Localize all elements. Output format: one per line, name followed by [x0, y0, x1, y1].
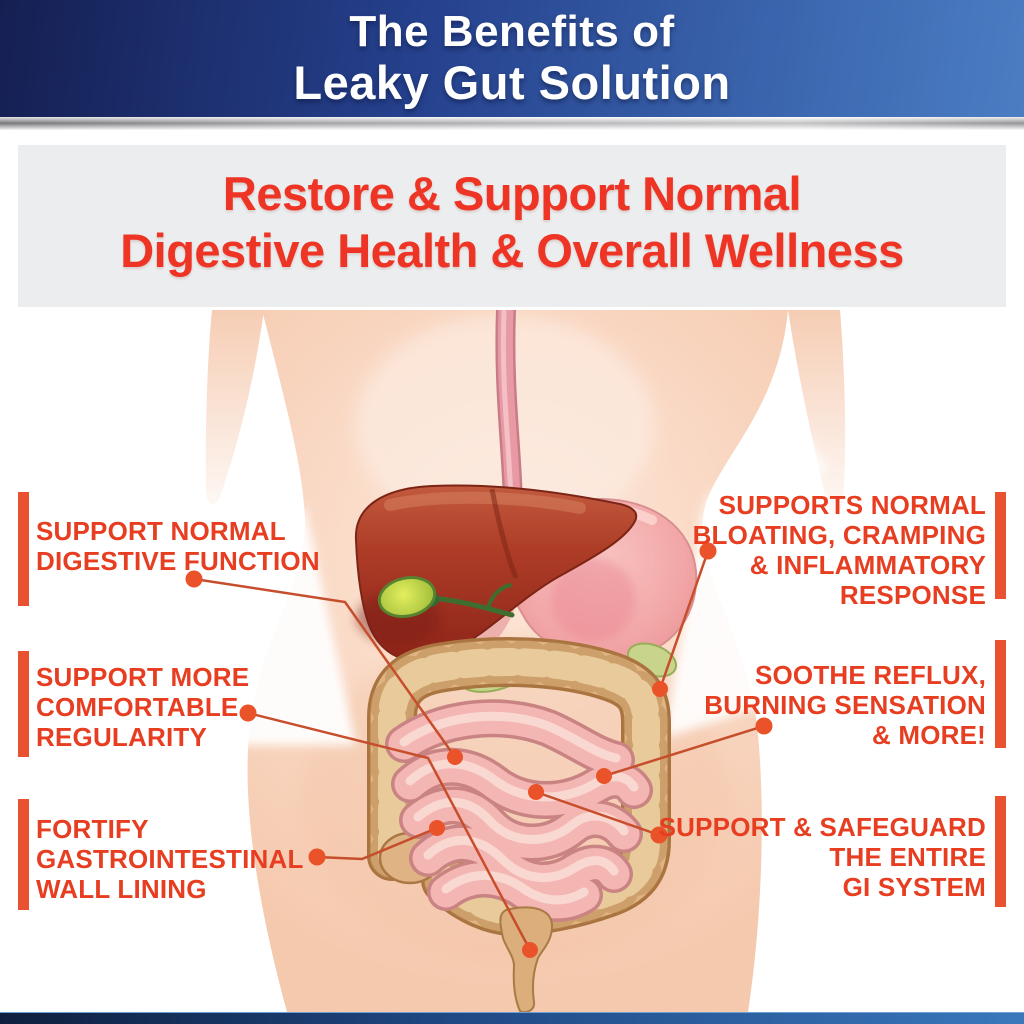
footer-bar	[0, 1012, 1024, 1024]
benefit-line: WALL LINING	[36, 874, 207, 904]
benefit-bloating: SUPPORTS NORMAL BLOATING, CRAMPING & INF…	[693, 490, 986, 610]
benefit-line: & INFLAMMATORY	[749, 550, 986, 580]
benefit-line: SUPPORT NORMAL	[36, 516, 286, 546]
waist-highlight-left	[230, 503, 356, 745]
right-arm	[788, 310, 846, 514]
benefit-line: SUPPORT MORE	[36, 662, 250, 692]
header-banner: The Benefits of Leaky Gut Solution	[0, 0, 1024, 117]
benefit-wall-lining: FORTIFY GASTROINTESTINAL WALL LINING	[36, 814, 304, 904]
benefit-regularity: SUPPORT MORE COMFORTABLE REGULARITY	[36, 662, 249, 752]
rectum	[499, 906, 554, 1012]
left-arm	[205, 310, 264, 505]
connector-wall-lining	[316, 826, 438, 861]
benefit-line: FORTIFY	[36, 814, 149, 844]
callout-connectors	[193, 550, 765, 951]
benefit-line: SOOTHE REFLUX,	[754, 660, 986, 690]
benefit-gi-system: SUPPORT & SAFEGUARD THE ENTIRE GI SYSTEM	[659, 812, 986, 902]
connector-gi-system	[535, 790, 660, 837]
waist-highlight-right	[664, 503, 782, 738]
header-title-line1: The Benefits of	[349, 7, 675, 56]
accent-bar-left-2	[18, 651, 29, 757]
accent-bar-right-2	[995, 640, 1006, 748]
benefit-line: COMFORTABLE	[36, 692, 239, 722]
benefit-line: GI SYSTEM	[842, 872, 986, 902]
benefit-reflux: SOOTHE REFLUX, BURNING SENSATION & MORE!	[704, 660, 986, 750]
connector-bloating	[658, 550, 710, 690]
accent-bar-right-1	[995, 492, 1006, 599]
silver-divider	[0, 117, 1024, 130]
accent-bar-left-3	[18, 799, 29, 910]
gallbladder	[377, 576, 515, 618]
headline-line1: Restore & Support Normal	[222, 167, 802, 220]
accent-bar-right-3	[995, 796, 1006, 907]
accent-bar-left-1	[18, 492, 29, 606]
benefit-line: REGULARITY	[36, 722, 207, 752]
benefit-line: SUPPORT & SAFEGUARD	[658, 812, 986, 842]
benefit-digestive-function: SUPPORT NORMAL DIGESTIVE FUNCTION	[36, 516, 320, 576]
header-title-line2: Leaky Gut Solution	[293, 56, 731, 109]
benefit-line: BLOATING, CRAMPING	[692, 520, 986, 550]
benefit-line: GASTROINTESTINAL	[36, 844, 304, 874]
benefit-line: & MORE!	[871, 720, 986, 750]
benefit-line: SUPPORTS NORMAL	[718, 490, 986, 520]
connector-regularity	[247, 711, 532, 951]
benefit-line: THE ENTIRE	[829, 842, 986, 872]
benefit-line: DIGESTIVE FUNCTION	[36, 546, 320, 576]
connector-reflux	[603, 724, 765, 778]
connector-digestive-function	[193, 577, 457, 758]
headline-line2: Digestive Health & Overall Wellness	[120, 224, 904, 277]
digestive-system-illustration	[185, 310, 846, 1012]
liver	[354, 484, 638, 662]
benefit-line: RESPONSE	[839, 580, 986, 610]
callout-dots	[185, 542, 773, 958]
small-intestine	[385, 699, 653, 922]
benefit-line: BURNING SENSATION	[704, 690, 986, 720]
headline-box: Restore & Support Normal Digestive Healt…	[18, 145, 1006, 307]
